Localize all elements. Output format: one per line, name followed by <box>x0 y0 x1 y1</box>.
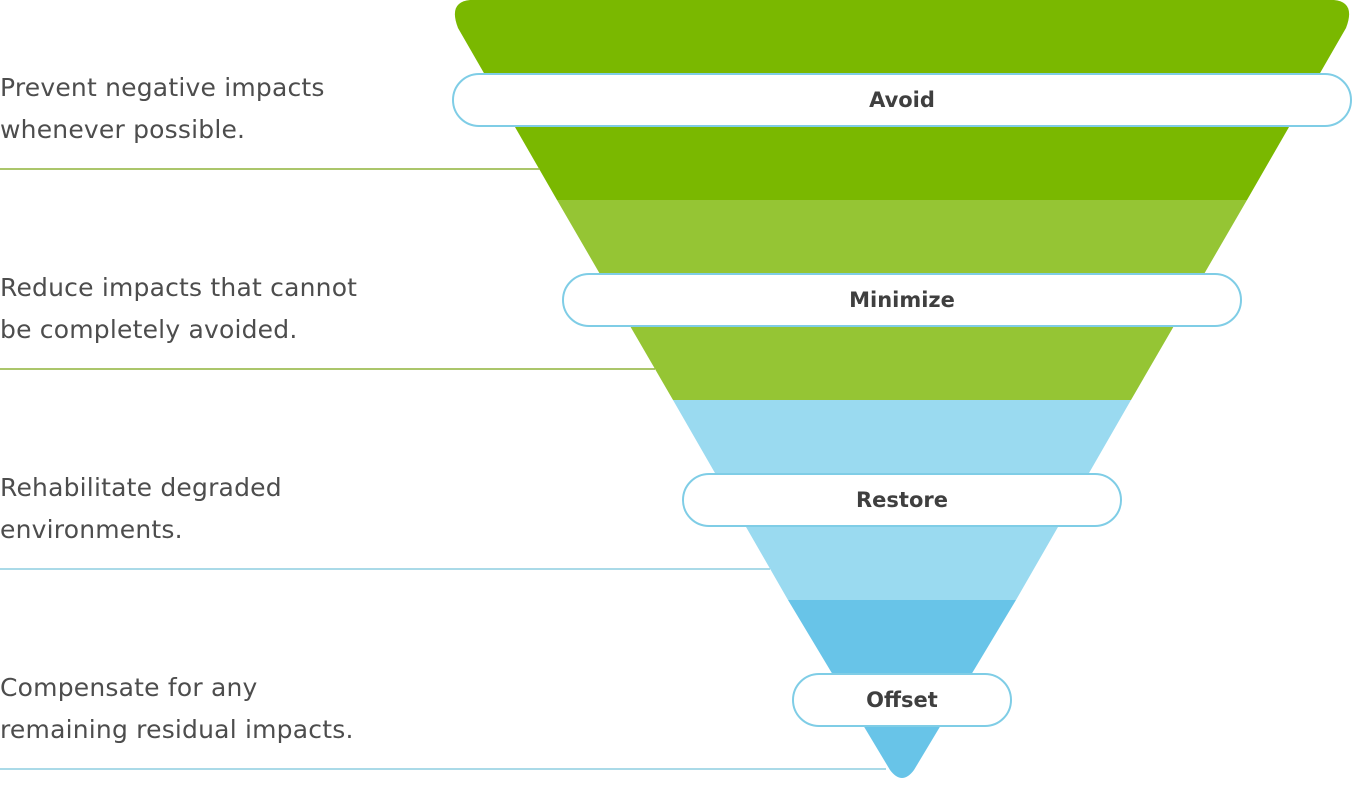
pill-avoid-shape <box>452 73 1352 127</box>
pill-restore-shape <box>682 473 1122 527</box>
description-offset: Compensate for any remaining residual im… <box>0 673 354 744</box>
pill-restore-label: Restore <box>856 488 948 512</box>
description-avoid: Prevent negative impacts whenever possib… <box>0 73 325 144</box>
pill-avoid-label: Avoid <box>869 88 935 112</box>
pill-minimize-shape <box>562 273 1242 327</box>
pill-minimize: Minimize <box>562 273 1242 327</box>
description-minimize: Reduce impacts that cannot be completely… <box>0 273 358 344</box>
pill-offset-shape <box>792 673 1012 727</box>
pill-avoid: Avoid <box>452 73 1352 127</box>
description-restore: Rehabilitate degraded environments. <box>0 473 282 544</box>
pill-offset: Offset <box>792 673 1012 727</box>
dividers <box>0 168 886 770</box>
pill-restore: Restore <box>682 473 1122 527</box>
pills: Avoid Minimize Restore Offset <box>452 73 1352 727</box>
pill-offset-label: Offset <box>866 688 938 712</box>
pill-minimize-label: Minimize <box>849 288 955 312</box>
